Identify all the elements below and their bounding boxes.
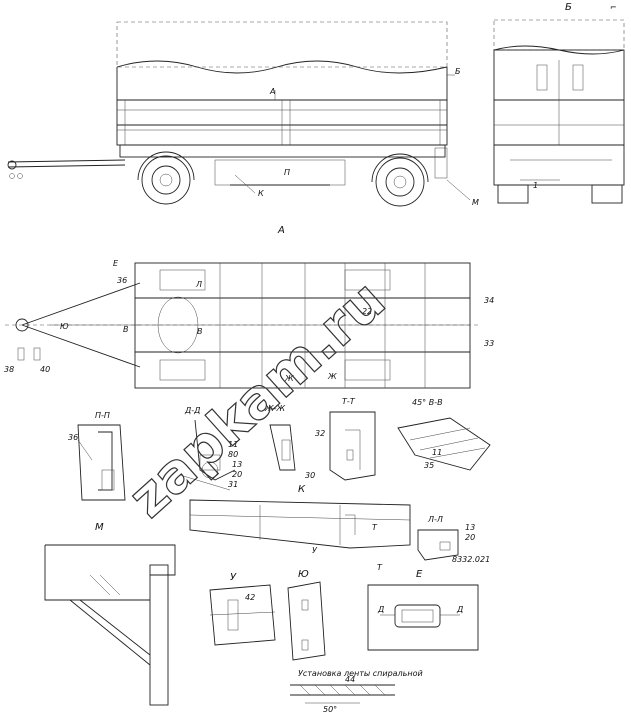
label-u: У	[312, 546, 318, 555]
callout-38: 38	[4, 365, 14, 374]
label-p: П	[284, 168, 290, 177]
plan-view	[5, 262, 480, 389]
watermark: zapkam.ru	[117, 268, 398, 529]
label-l-arrow: Л	[195, 280, 202, 289]
section-vv-title: 45° В-В	[412, 398, 443, 407]
view-b-title: Б	[565, 2, 572, 13]
section-dd-title: Д-Д	[184, 406, 200, 415]
callout-11b: 11	[432, 448, 442, 457]
corner-mark: ⌐	[610, 3, 617, 12]
callout-33: 33	[484, 339, 494, 348]
view-u-title: У	[230, 572, 237, 583]
view-k-title: К	[298, 484, 306, 495]
part-number: 8332.021	[452, 555, 490, 564]
view-e-title: Е	[416, 569, 423, 580]
callout-11: 11	[228, 440, 238, 449]
side-view	[7, 21, 471, 207]
callout-31: 31	[228, 480, 238, 489]
label-v-right: В	[197, 327, 203, 336]
label-view-b-arrow: Б	[455, 67, 461, 76]
callout-36-plan: 36	[117, 276, 127, 285]
rear-view	[493, 19, 625, 204]
callout-22: 22	[362, 307, 372, 316]
label-d-2: Д	[456, 605, 463, 614]
callout-40: 40	[40, 365, 50, 374]
callout-20b: 20	[465, 533, 475, 542]
label-t-2: Т	[377, 563, 383, 572]
label-zh-2: Ж	[327, 372, 337, 381]
view-u	[209, 584, 276, 646]
view-m-title: М	[95, 522, 104, 533]
section-ll-title: Л-Л	[427, 515, 443, 524]
callout-20: 20	[232, 470, 242, 479]
view-m	[44, 544, 176, 706]
spiral-title: Установка ленты спиральной	[298, 669, 423, 678]
section-pp-title: П-П	[95, 411, 110, 420]
view-k	[189, 499, 411, 549]
section-ll	[417, 529, 459, 561]
section-tt	[329, 411, 376, 481]
section-dd	[179, 419, 236, 491]
label-view-a-arrow: А	[269, 87, 275, 96]
callout-13b: 13	[465, 523, 475, 532]
callout-36-pp: 36	[68, 433, 78, 442]
section-tt-title: Т-Т	[342, 397, 356, 406]
callout-35: 35	[424, 461, 434, 470]
label-yu: Ю	[60, 322, 69, 331]
label-zh-1: Ж	[284, 374, 294, 383]
label-e-arrow: Е	[113, 259, 119, 268]
callout-1: 1	[533, 181, 538, 190]
section-zhzh-title: Ж-Ж	[264, 404, 286, 413]
section-vv	[397, 417, 491, 471]
label-t-1: Т	[372, 523, 378, 532]
callout-42: 42	[245, 593, 255, 602]
view-yu	[287, 581, 326, 661]
label-m-arrow: М	[472, 198, 479, 207]
view-e	[367, 584, 479, 651]
callout-80: 80	[228, 450, 238, 459]
callout-30: 30	[305, 471, 315, 480]
spiral-band	[290, 684, 395, 704]
callout-32: 32	[315, 429, 325, 438]
dim-50: 50°	[323, 705, 337, 714]
label-k: К	[258, 189, 264, 198]
section-zhzh	[269, 424, 296, 471]
callout-44: 44	[345, 675, 355, 684]
label-d-1: Д	[377, 605, 384, 614]
view-a-title: А	[277, 225, 285, 236]
callout-13: 13	[232, 460, 242, 469]
view-yu-title: Ю	[298, 569, 309, 580]
callout-34: 34	[484, 296, 494, 305]
section-pp	[77, 424, 126, 501]
label-v-left: В	[123, 325, 129, 334]
